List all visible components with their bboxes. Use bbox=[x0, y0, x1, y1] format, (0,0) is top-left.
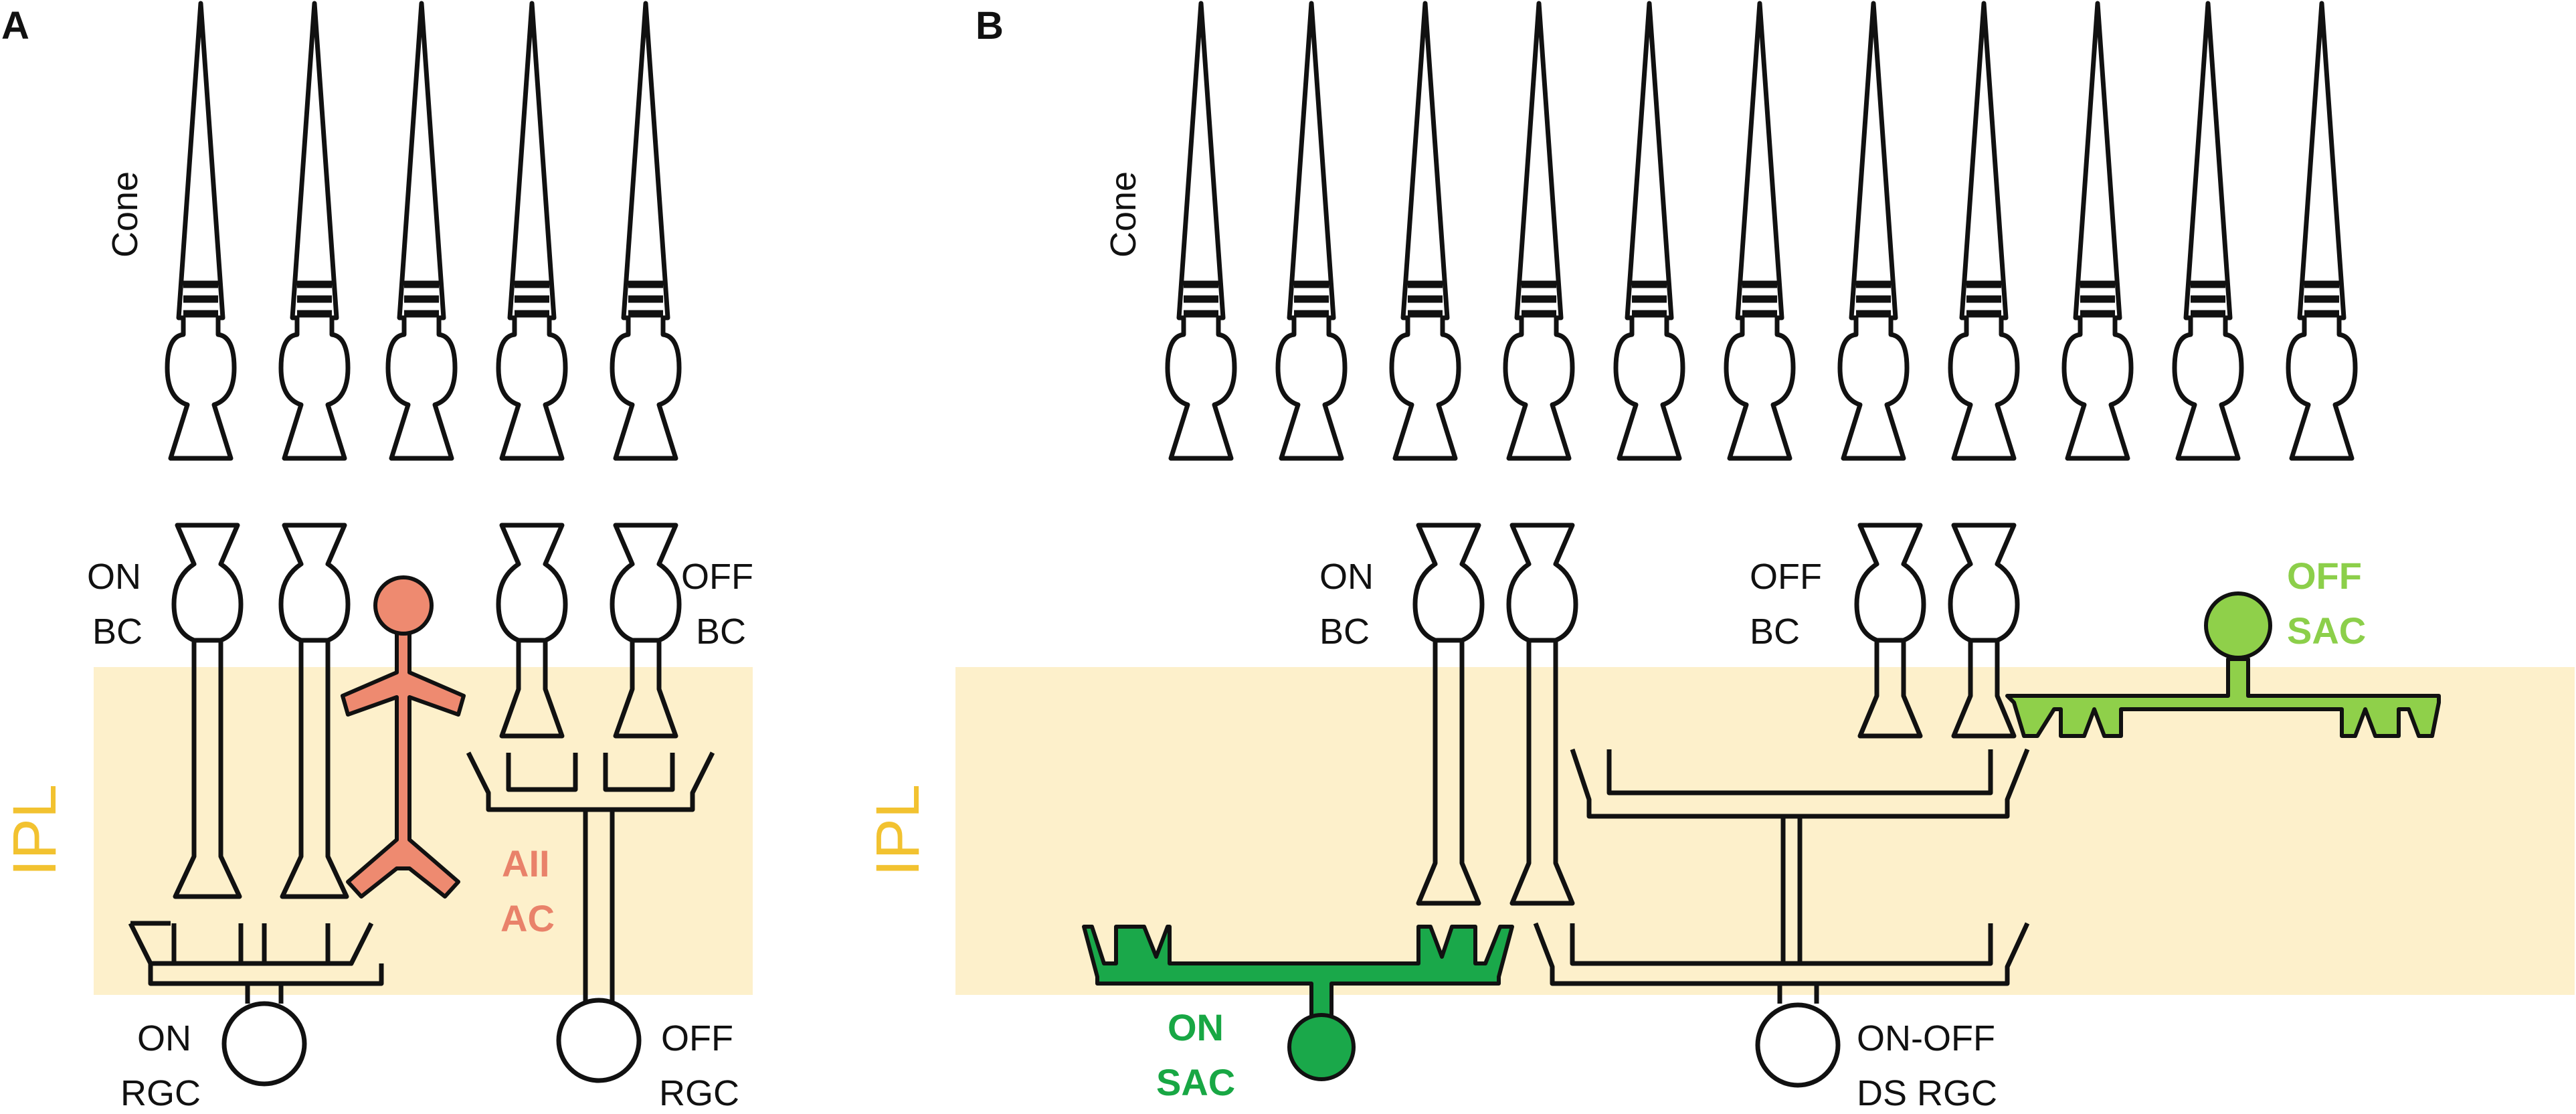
aii-amacrine-cell bbox=[341, 575, 466, 899]
on-rgc-label-a-line2: RGC bbox=[120, 1073, 201, 1113]
cone-b-2 bbox=[1278, 3, 1345, 458]
cone-b-3 bbox=[1392, 3, 1459, 458]
cone-b-7 bbox=[1840, 3, 1907, 458]
on-sac-label-line1: ON bbox=[1168, 1006, 1224, 1048]
off-sac-label-line1: OFF bbox=[2287, 555, 2362, 597]
on-bc-label-b-line1: ON bbox=[1319, 557, 1374, 597]
panel-letter-a: A bbox=[1, 4, 29, 48]
cone-b-6 bbox=[1726, 3, 1793, 458]
cone-row-a bbox=[167, 3, 679, 458]
off-bipolar-cells-a bbox=[498, 525, 679, 739]
ds-rgc-label-line2: DS RGC bbox=[1857, 1073, 1997, 1113]
cone-a-1 bbox=[167, 3, 234, 458]
cone-b-5 bbox=[1616, 3, 1683, 458]
aii-ac-label-line2: AC bbox=[500, 897, 555, 939]
off-sac-label-line2: SAC bbox=[2287, 610, 2366, 652]
on-bc-label-a-line2: BC bbox=[92, 612, 143, 652]
on-off-ds-rgc bbox=[1533, 748, 2030, 1088]
off-bipolar-cells-b bbox=[1857, 525, 2017, 739]
off-rgc-label-a-line2: RGC bbox=[659, 1073, 739, 1113]
cone-a-3 bbox=[388, 3, 455, 458]
on-rgc-label-a-line1: ON bbox=[137, 1018, 191, 1058]
off-bc-label-a-line1: OFF bbox=[681, 557, 753, 597]
on-bc-label-b-line2: BC bbox=[1319, 612, 1370, 652]
on-starburst-amacrine-cell bbox=[1082, 925, 1514, 1081]
cone-b-9 bbox=[2064, 3, 2131, 458]
panel-letter-b: B bbox=[976, 4, 1004, 48]
off-bc-label-b-line2: BC bbox=[1750, 612, 1800, 652]
cone-b-10 bbox=[2175, 3, 2241, 458]
ipl-band-a bbox=[94, 667, 753, 995]
off-rgc-a bbox=[466, 751, 715, 1083]
cone-a-2 bbox=[281, 3, 348, 458]
ipl-label-a: IPL bbox=[1, 784, 69, 876]
cone-a-4 bbox=[498, 3, 565, 458]
cone-a-5 bbox=[612, 3, 679, 458]
off-bc-label-a-line2: BC bbox=[696, 612, 746, 652]
cone-b-8 bbox=[1950, 3, 2017, 458]
ipl-band-b bbox=[955, 667, 2575, 995]
cone-label-b: Cone bbox=[1103, 171, 1143, 258]
cone-b-1 bbox=[1168, 3, 1234, 458]
on-bc-label-a-line1: ON bbox=[87, 557, 141, 597]
ds-rgc-label-line1: ON-OFF bbox=[1857, 1018, 1995, 1058]
off-bc-label-b-line1: OFF bbox=[1750, 557, 1822, 597]
off-starburst-amacrine-cell bbox=[2005, 591, 2441, 738]
cone-label-a: Cone bbox=[105, 171, 145, 258]
ipl-label-b: IPL bbox=[864, 784, 932, 876]
cone-b-4 bbox=[1505, 3, 1572, 458]
on-rgc-a bbox=[128, 921, 384, 1087]
on-sac-label-line2: SAC bbox=[1156, 1061, 1235, 1103]
cone-row-b bbox=[1168, 3, 2355, 458]
on-bipolar-cells-b bbox=[1415, 525, 1576, 906]
on-bipolar-cells-a bbox=[174, 525, 348, 899]
off-rgc-label-a-line1: OFF bbox=[661, 1018, 733, 1058]
cone-b-11 bbox=[2288, 3, 2355, 458]
aii-ac-label-line1: AII bbox=[502, 842, 550, 885]
